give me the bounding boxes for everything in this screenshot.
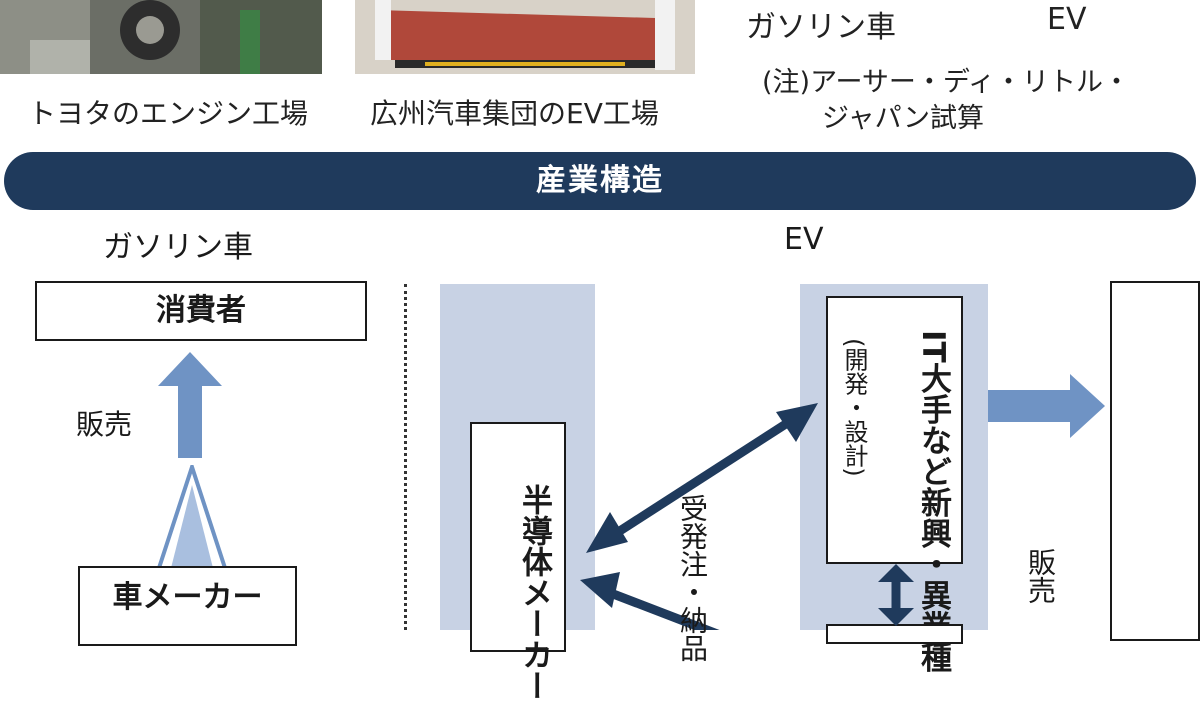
chart-label-gasoline: ガソリン車 [746,10,896,45]
car-maker-label: 車メーカー [112,580,263,615]
ev-consumer-box [1110,281,1200,641]
supply-triangle [156,465,228,570]
gasoline-sales-label: 販売 [76,408,133,441]
section-divider [404,284,407,630]
ev-arrows [580,374,1105,630]
consumer-label: 消費者 [156,293,246,328]
sales-arrow [158,352,222,458]
chart-label-ev: EV [1047,2,1087,37]
section-banner: 産業構造 [4,152,1196,210]
engine-factory-photo [0,0,322,74]
gasoline-heading: ガソリン車 [103,230,253,265]
source-note-line2: ジャパン試算 [822,103,984,134]
semiconductor-label: 半導体メーカー [516,484,552,701]
semiconductor-box: 半導体メーカー [470,422,566,701]
ev-factory-caption: 広州汽車集団のEV工場 [370,97,659,130]
it-company-box: IT大手など新興・異業種 (開発・設計) [826,296,963,673]
order-delivery-label: 受発注・納品 [676,494,709,662]
ev-factory-photo [355,0,695,74]
engine-factory-caption: トヨタのエンジン工場 [28,97,309,130]
consumer-box: 消費者 [35,281,367,341]
it-company-note: (開発・設計) [840,338,868,477]
it-company-label: IT大手など新興・異業種 [915,330,951,673]
source-note-line1: (注)アーサー・ディ・リトル・ [762,67,1131,98]
ev-heading: EV [784,222,824,257]
ev-sales-label: 販売 [1024,548,1057,604]
car-maker-box: 車メーカー [78,566,297,646]
